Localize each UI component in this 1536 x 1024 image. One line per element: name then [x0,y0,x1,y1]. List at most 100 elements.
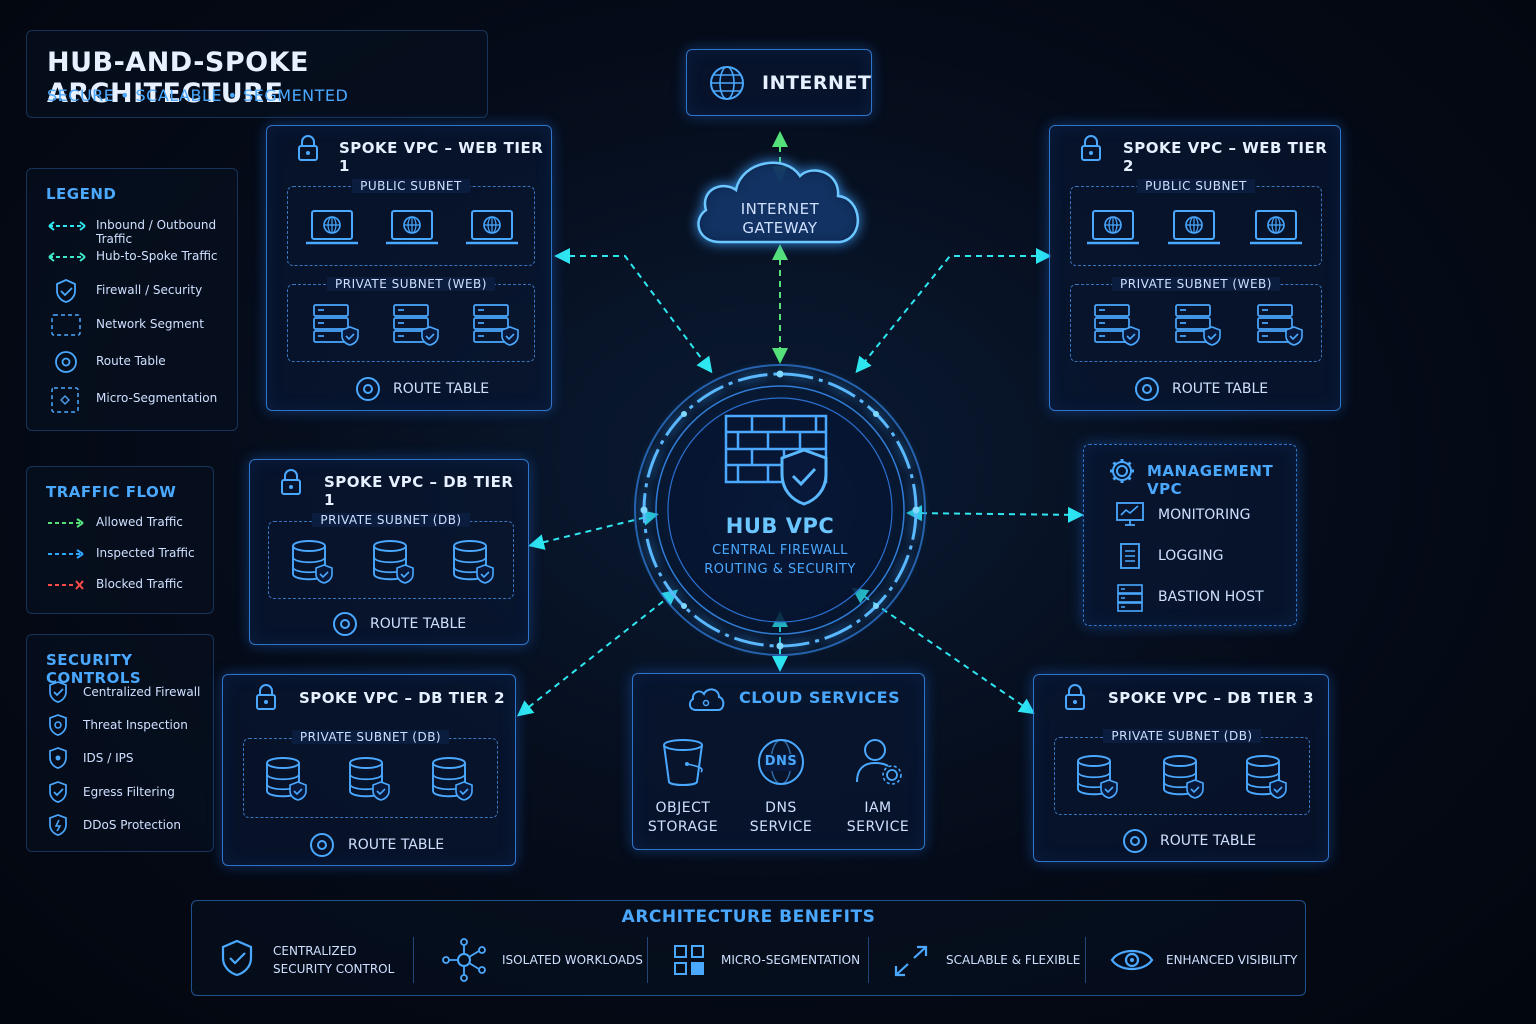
cloud-services-title: CLOUD SERVICES [739,688,901,707]
expand-arrows-icon [894,945,928,977]
legend-item: Firewall / Security [96,283,203,297]
header-panel: HUB-AND-SPOKE ARCHITECTURE SECURE • SCAL… [26,30,488,118]
monitoring-icon [1116,502,1144,526]
benefit-line1: ENHANCED VISIBILITY [1166,953,1298,967]
web2-route-label: ROUTE TABLE [1172,381,1269,397]
security-item: Egress Filtering [83,785,175,799]
route-table-icon [356,377,380,401]
spoke-web-tier-1[interactable]: SPOKE VPC – WEB TIER 1 PUBLIC SUBNET PRI… [266,125,552,411]
cloud-item-line1: IAM [864,800,892,816]
db3-private-label: PRIVATE SUBNET (DB) [1054,729,1310,743]
cloud-services[interactable]: CLOUD SERVICES OBJECT STORAGE DNS DNS SE… [632,673,925,850]
web1-route-label: ROUTE TABLE [393,381,490,397]
dns-globe-icon [758,739,804,785]
spoke-db-tier-2[interactable]: SPOKE VPC – DB TIER 2 PRIVATE SUBNET (DB… [222,674,516,866]
spoke-web-tier-2[interactable]: SPOKE VPC – WEB TIER 2 PUBLIC SUBNET PRI… [1049,125,1341,411]
lock-icon [298,135,318,161]
route-table-icon [1123,829,1147,853]
traffic-item: Blocked Traffic [96,577,183,591]
globe-icon [710,66,744,100]
security-item: Threat Inspection [83,718,188,732]
management-item: BASTION HOST [1158,589,1264,605]
spoke-db-tier-3[interactable]: SPOKE VPC – DB TIER 3 PRIVATE SUBNET (DB… [1033,674,1329,862]
lock-icon [281,469,301,495]
security-item: IDS / IPS [83,751,134,765]
benefit-line2: SECURITY CONTROL [273,962,395,976]
benefit-line1: MICRO-SEGMENTATION [721,953,861,967]
legend-item: Micro-Segmentation [96,391,218,405]
traffic-flow-panel: TRAFFIC FLOW Allowed Traffic Inspected T… [26,466,214,614]
db3-route-label: ROUTE TABLE [1160,833,1257,849]
hub-vpc-ring[interactable] [620,350,940,670]
gateway-label-2: GATEWAY [742,219,818,237]
divider [413,937,414,983]
cloud-item-line1: OBJECT [655,800,711,816]
web1-private-label: PRIVATE SUBNET (WEB) [287,277,535,291]
iam-user-icon [856,739,902,785]
allowed-arrow-icon [48,518,84,528]
web1-public-label: PUBLIC SUBNET [287,179,535,193]
management-item: MONITORING [1158,507,1251,523]
lock-icon [1065,684,1085,710]
grid-segments-icon [674,945,704,975]
db2-private-subnet [243,738,498,818]
web1-private-subnet [287,284,535,362]
egress-filter-icon [49,781,67,803]
management-title: MANAGEMENT VPC [1147,462,1274,498]
internet-gateway-cloud-icon[interactable] [690,150,870,250]
network-segment-icon [51,314,81,336]
traffic-item: Inspected Traffic [96,546,195,560]
micro-segmentation-icon [51,387,79,413]
db3-private-subnet [1054,737,1310,815]
internet-node[interactable]: INTERNET [686,49,872,116]
db2-title: SPOKE VPC – DB TIER 2 [299,689,506,707]
db1-private-label: PRIVATE SUBNET (DB) [268,513,514,527]
gateway-label-1: INTERNET [740,200,820,218]
web1-title: SPOKE VPC – WEB TIER 1 [339,139,544,175]
inspected-arrow-icon [48,549,84,559]
security-item: Centralized Firewall [83,685,201,699]
cloud-item-line2: SERVICE [846,819,910,835]
route-table-icon [55,351,77,373]
cloud-item-line1: DNS [765,800,797,816]
web2-title: SPOKE VPC – WEB TIER 2 [1123,139,1328,175]
traffic-item: Allowed Traffic [96,515,183,529]
gear-icon [1110,459,1134,483]
benefits-panel: ARCHITECTURE BENEFITS CENTRALIZED SECURI… [191,900,1306,996]
firewall-icon [724,414,828,506]
db1-route-label: ROUTE TABLE [370,616,467,632]
security-controls-panel: SECURITY CONTROLS Centralized Firewall T… [26,634,214,852]
hub-line-2: ROUTING & SECURITY [704,562,856,577]
benefit-line1: ISOLATED WORKLOADS [502,953,643,967]
db2-private-label: PRIVATE SUBNET (DB) [243,730,498,744]
security-item: DDoS Protection [83,818,181,832]
web1-public-subnet [287,186,535,266]
bastion-host-icon [1117,584,1143,612]
benefits-title: ARCHITECTURE BENEFITS [621,907,876,927]
dns-badge: DNS [764,754,798,769]
benefit-line1: SCALABLE & FLEXIBLE [946,953,1081,967]
route-table-icon [333,612,357,636]
shield-check-icon [56,279,76,303]
legend-title: LEGEND [46,185,117,203]
route-table-icon [1135,377,1159,401]
lock-icon [1081,135,1101,161]
db1-title: SPOKE VPC – DB TIER 1 [324,473,514,509]
cloud-item-line2: STORAGE [647,819,719,835]
web2-public-label: PUBLIC SUBNET [1070,179,1322,193]
divider [647,937,648,983]
divider [868,937,869,983]
threat-inspection-icon [49,714,67,736]
management-vpc[interactable]: MANAGEMENT VPC MONITORING LOGGING BASTIO… [1083,444,1297,626]
page-subtitle: SECURE • SCALABLE • SEGMENTED [47,86,349,105]
benefit-line1: CENTRALIZED [273,944,357,958]
bidirectional-green-arrow-icon [48,252,86,262]
page-title: HUB-AND-SPOKE ARCHITECTURE [47,47,309,109]
divider [1085,937,1086,983]
web2-private-subnet [1070,284,1322,362]
spoke-db-tier-1[interactable]: SPOKE VPC – DB TIER 1 PRIVATE SUBNET (DB… [249,459,529,645]
shield-check-icon [221,939,253,977]
hub-line-1: CENTRAL FIREWALL [712,543,848,558]
db3-title: SPOKE VPC – DB TIER 3 [1108,689,1315,707]
ddos-protection-icon [49,814,67,836]
